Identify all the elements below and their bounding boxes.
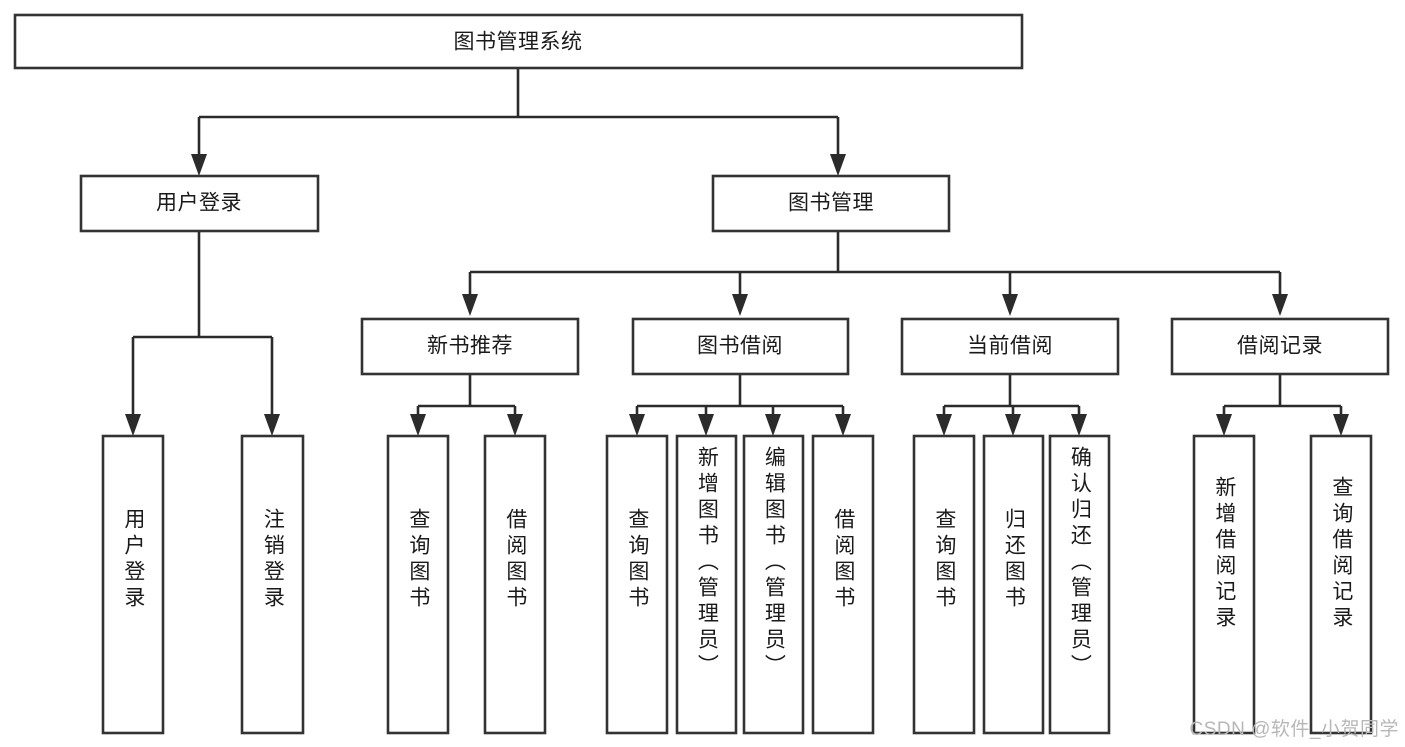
- arrowhead-book-management: [830, 154, 846, 176]
- node-root[interactable]: 图书管理系统: [13, 13, 1024, 70]
- node-book-borrow-box[interactable]: [631, 317, 850, 376]
- edge-group-new-book-recommend: [410, 374, 523, 436]
- node-root-box[interactable]: [13, 13, 1024, 70]
- node-new-book-recommend[interactable]: 新书推荐: [360, 317, 580, 376]
- watermark: CSDN @软件_小贺同学: [1189, 719, 1399, 740]
- arrowhead-leaf-query-book-1: [410, 414, 426, 436]
- node-user-login[interactable]: 用户登录: [79, 174, 320, 233]
- node-leaf-logout-login-box[interactable]: [240, 434, 305, 735]
- node-leaf-query-book-3-box[interactable]: [912, 434, 976, 735]
- edge-group-borrow-record: [1216, 374, 1349, 436]
- node-leaf-query-borrow-record-box[interactable]: [1309, 434, 1373, 735]
- arrowhead-leaf-user-login: [125, 414, 141, 436]
- arrowhead-leaf-return-book: [1005, 414, 1021, 436]
- arrowhead-leaf-logout-login: [264, 414, 280, 436]
- node-root-label: 图书管理系统: [454, 31, 583, 54]
- node-user-login-label: 用户登录: [156, 192, 242, 215]
- arrowhead-user-login: [191, 154, 207, 176]
- arrowhead-leaf-add-borrow-record: [1216, 414, 1232, 436]
- edge-group-book-management: [462, 231, 1288, 316]
- edge-group-book-borrow: [629, 374, 851, 436]
- node-book-management[interactable]: 图书管理: [711, 174, 951, 233]
- edge-group-root: [191, 68, 846, 176]
- arrowhead-current-borrow: [1002, 294, 1018, 316]
- arrowhead-new-book-recommend: [462, 294, 478, 316]
- node-leaf-confirm-return-box[interactable]: [1048, 434, 1111, 735]
- node-borrow-record[interactable]: 借阅记录: [1170, 317, 1390, 376]
- node-user-login-box[interactable]: [79, 174, 320, 233]
- node-borrow-record-label: 借阅记录: [1237, 335, 1323, 358]
- arrowhead-leaf-edit-book: [765, 414, 781, 436]
- node-new-book-recommend-box[interactable]: [360, 317, 580, 376]
- edge-group-user-login: [125, 231, 280, 436]
- node-leaf-edit-book-box[interactable]: [742, 434, 805, 735]
- node-leaf-user-login-box[interactable]: [101, 434, 165, 735]
- node-leaf-query-book-2-box[interactable]: [605, 434, 669, 735]
- node-book-management-label: 图书管理: [788, 192, 874, 215]
- node-leaf-add-borrow-record-box[interactable]: [1192, 434, 1256, 735]
- node-book-borrow[interactable]: 图书借阅: [631, 317, 850, 376]
- node-new-book-recommend-label: 新书推荐: [427, 335, 513, 358]
- arrowhead-borrow-record: [1272, 294, 1288, 316]
- node-book-borrow-label: 图书借阅: [697, 335, 783, 358]
- node-leaf-query-book-1-box[interactable]: [386, 434, 450, 735]
- arrowhead-leaf-query-borrow-record: [1333, 414, 1349, 436]
- edge-group-current-borrow: [936, 374, 1087, 436]
- arrowhead-leaf-borrow-book-2: [835, 414, 851, 436]
- arrowhead-leaf-add-book: [698, 414, 714, 436]
- arrowhead-leaf-query-book-3: [936, 414, 952, 436]
- node-current-borrow-box[interactable]: [900, 317, 1120, 376]
- node-leaf-borrow-book-2-box[interactable]: [811, 434, 875, 735]
- node-leaf-return-book-box[interactable]: [982, 434, 1045, 735]
- arrowhead-leaf-query-book-2: [629, 414, 645, 436]
- node-leaf-borrow-book-1-box[interactable]: [483, 434, 547, 735]
- node-current-borrow-label: 当前借阅: [967, 335, 1053, 358]
- node-leaf-add-book-box[interactable]: [675, 434, 738, 735]
- arrowhead-leaf-borrow-book-1: [507, 414, 523, 436]
- node-borrow-record-box[interactable]: [1170, 317, 1390, 376]
- arrowhead-book-borrow: [732, 294, 748, 316]
- arrowhead-leaf-confirm-return: [1071, 414, 1087, 436]
- node-current-borrow[interactable]: 当前借阅: [900, 317, 1120, 376]
- node-book-management-box[interactable]: [711, 174, 951, 233]
